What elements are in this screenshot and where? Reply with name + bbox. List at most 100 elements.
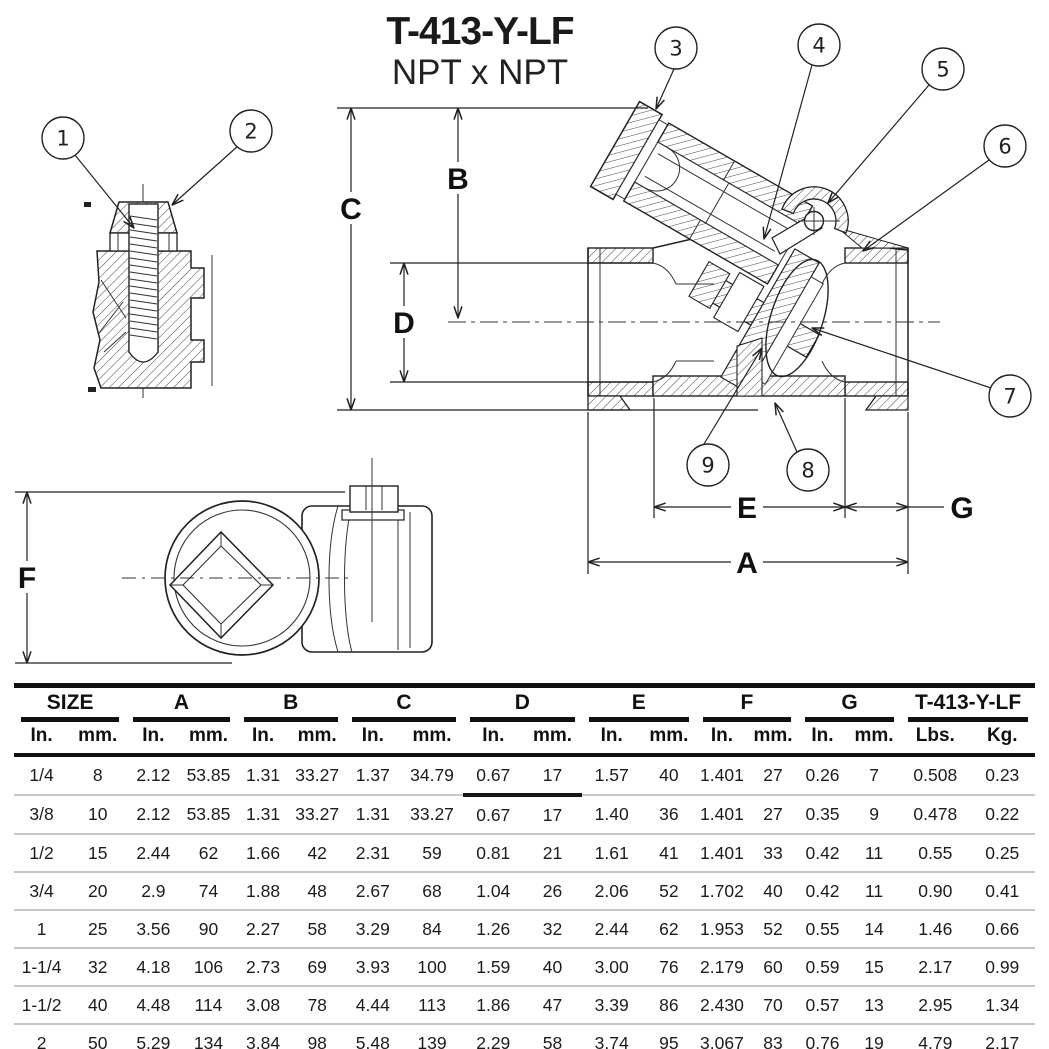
table-group-header: SIZE <box>14 688 126 722</box>
table-cell: 90 <box>180 910 237 949</box>
callout-4: 4 <box>797 23 841 67</box>
table-cell: 114 <box>180 986 237 1025</box>
table-subheader: In. <box>344 722 401 757</box>
table-group-header: T-413-Y-LF <box>901 688 1035 722</box>
table-cell: 33 <box>747 834 798 873</box>
table-cell: 0.25 <box>969 834 1035 873</box>
table-cell: 1.31 <box>236 755 290 796</box>
table-cell: 3.56 <box>126 910 181 949</box>
table-cell: 1.702 <box>695 872 748 911</box>
table-cell: 32 <box>523 910 582 949</box>
table-cell: 0.59 <box>798 948 847 987</box>
bonnet-detail-view <box>84 184 213 398</box>
table-cell: 2.44 <box>581 910 642 949</box>
table-cell: 86 <box>641 986 696 1025</box>
table-cell: 0.99 <box>969 948 1035 987</box>
table-cell: 3.067 <box>700 1032 744 1049</box>
table-cell: 1.66 <box>236 834 290 873</box>
callout-6: 6 <box>983 124 1027 168</box>
table-cell: 0.76 <box>805 1032 840 1049</box>
table-cell: 10 <box>69 795 127 835</box>
table-subheader: mm. <box>747 722 798 757</box>
table-cell: 1-1/4 <box>14 948 70 987</box>
table-cell: 8 <box>69 755 127 796</box>
table-cell: 1.40 <box>581 795 642 835</box>
table-cell: 2.12 <box>126 755 181 796</box>
table-subheader: mm. <box>641 722 696 757</box>
table-cell: 48 <box>289 872 345 911</box>
table-subheader: In. <box>236 722 290 757</box>
table-subheader: In. <box>581 722 642 757</box>
table-cell: 3.39 <box>581 986 642 1025</box>
side-view <box>122 458 433 656</box>
table-subheader: Lbs. <box>901 722 970 757</box>
main-section-view <box>448 100 940 411</box>
table-cell: 15 <box>69 834 127 873</box>
table-cell: 33.27 <box>400 795 464 835</box>
table-cell: 36 <box>641 795 696 835</box>
table-cell: 106 <box>180 948 237 987</box>
table-group-header: G <box>798 688 901 722</box>
table-cell: 1.59 <box>463 948 524 987</box>
table-cell: 32 <box>69 948 127 987</box>
table-cell: 13 <box>847 986 902 1025</box>
table-cell: 11 <box>847 872 902 911</box>
table-cell: 84 <box>400 910 464 949</box>
table-cell: 60 <box>747 948 798 987</box>
table-subheader: mm. <box>523 722 582 757</box>
table-cell: 2 <box>36 1032 47 1049</box>
callout-3: 3 <box>654 26 698 70</box>
table-cell: 52 <box>641 872 696 911</box>
table-cell: 20 <box>69 872 127 911</box>
table-cell: 134 <box>193 1032 224 1049</box>
table-cell: 53.85 <box>180 795 237 835</box>
table-cell: 139 <box>417 1032 447 1049</box>
table-cell: 25 <box>69 910 127 949</box>
dim-label-A: A <box>736 547 758 580</box>
table-cell: 19 <box>864 1032 884 1049</box>
table-cell: 0.55 <box>901 834 970 873</box>
table-cell: 2.27 <box>236 910 290 949</box>
dim-label-G: G <box>950 492 973 525</box>
table-cell: 0.42 <box>798 872 847 911</box>
table-group-header: B <box>237 688 345 722</box>
table-cell: 2.12 <box>126 795 181 835</box>
svg-text:9: 9 <box>701 454 714 478</box>
table-cell: 4.18 <box>126 948 181 987</box>
svg-text:6: 6 <box>998 135 1011 159</box>
table-cell: 2.17 <box>901 948 970 987</box>
table-cell: 58 <box>542 1032 563 1049</box>
table-cell: 3/8 <box>14 795 70 835</box>
connection-subtitle: NPT x NPT <box>391 52 569 92</box>
table-subheader: In. <box>126 722 181 757</box>
table-cell: 0.90 <box>901 872 970 911</box>
table-cell: 1.26 <box>463 910 524 949</box>
table-cell: 0.67 <box>463 795 524 835</box>
table-cell: 0.41 <box>969 872 1035 911</box>
table-cell: 100 <box>400 948 464 987</box>
dimension-lines: C B D E G A F <box>12 107 974 664</box>
table-cell: 14 <box>847 910 902 949</box>
table-cell: 0.478 <box>901 795 970 835</box>
table-cell: 53.85 <box>180 755 237 796</box>
dim-label-D: D <box>393 307 415 340</box>
table-cell: 0.22 <box>969 795 1035 835</box>
table-cell: 0.67 <box>463 755 524 797</box>
table-cell: 42 <box>289 834 345 873</box>
table-cell: 1 <box>14 910 70 949</box>
table-cell: 3/4 <box>14 872 70 911</box>
table-cell: 1.401 <box>695 755 748 796</box>
table-cell: 83 <box>763 1032 783 1049</box>
table-cell: 1.31 <box>236 795 290 835</box>
table-subheader: mm. <box>847 722 902 757</box>
table-cell: 0.57 <box>798 986 847 1025</box>
table-cell: 69 <box>289 948 345 987</box>
table-cell: 7 <box>847 755 902 796</box>
